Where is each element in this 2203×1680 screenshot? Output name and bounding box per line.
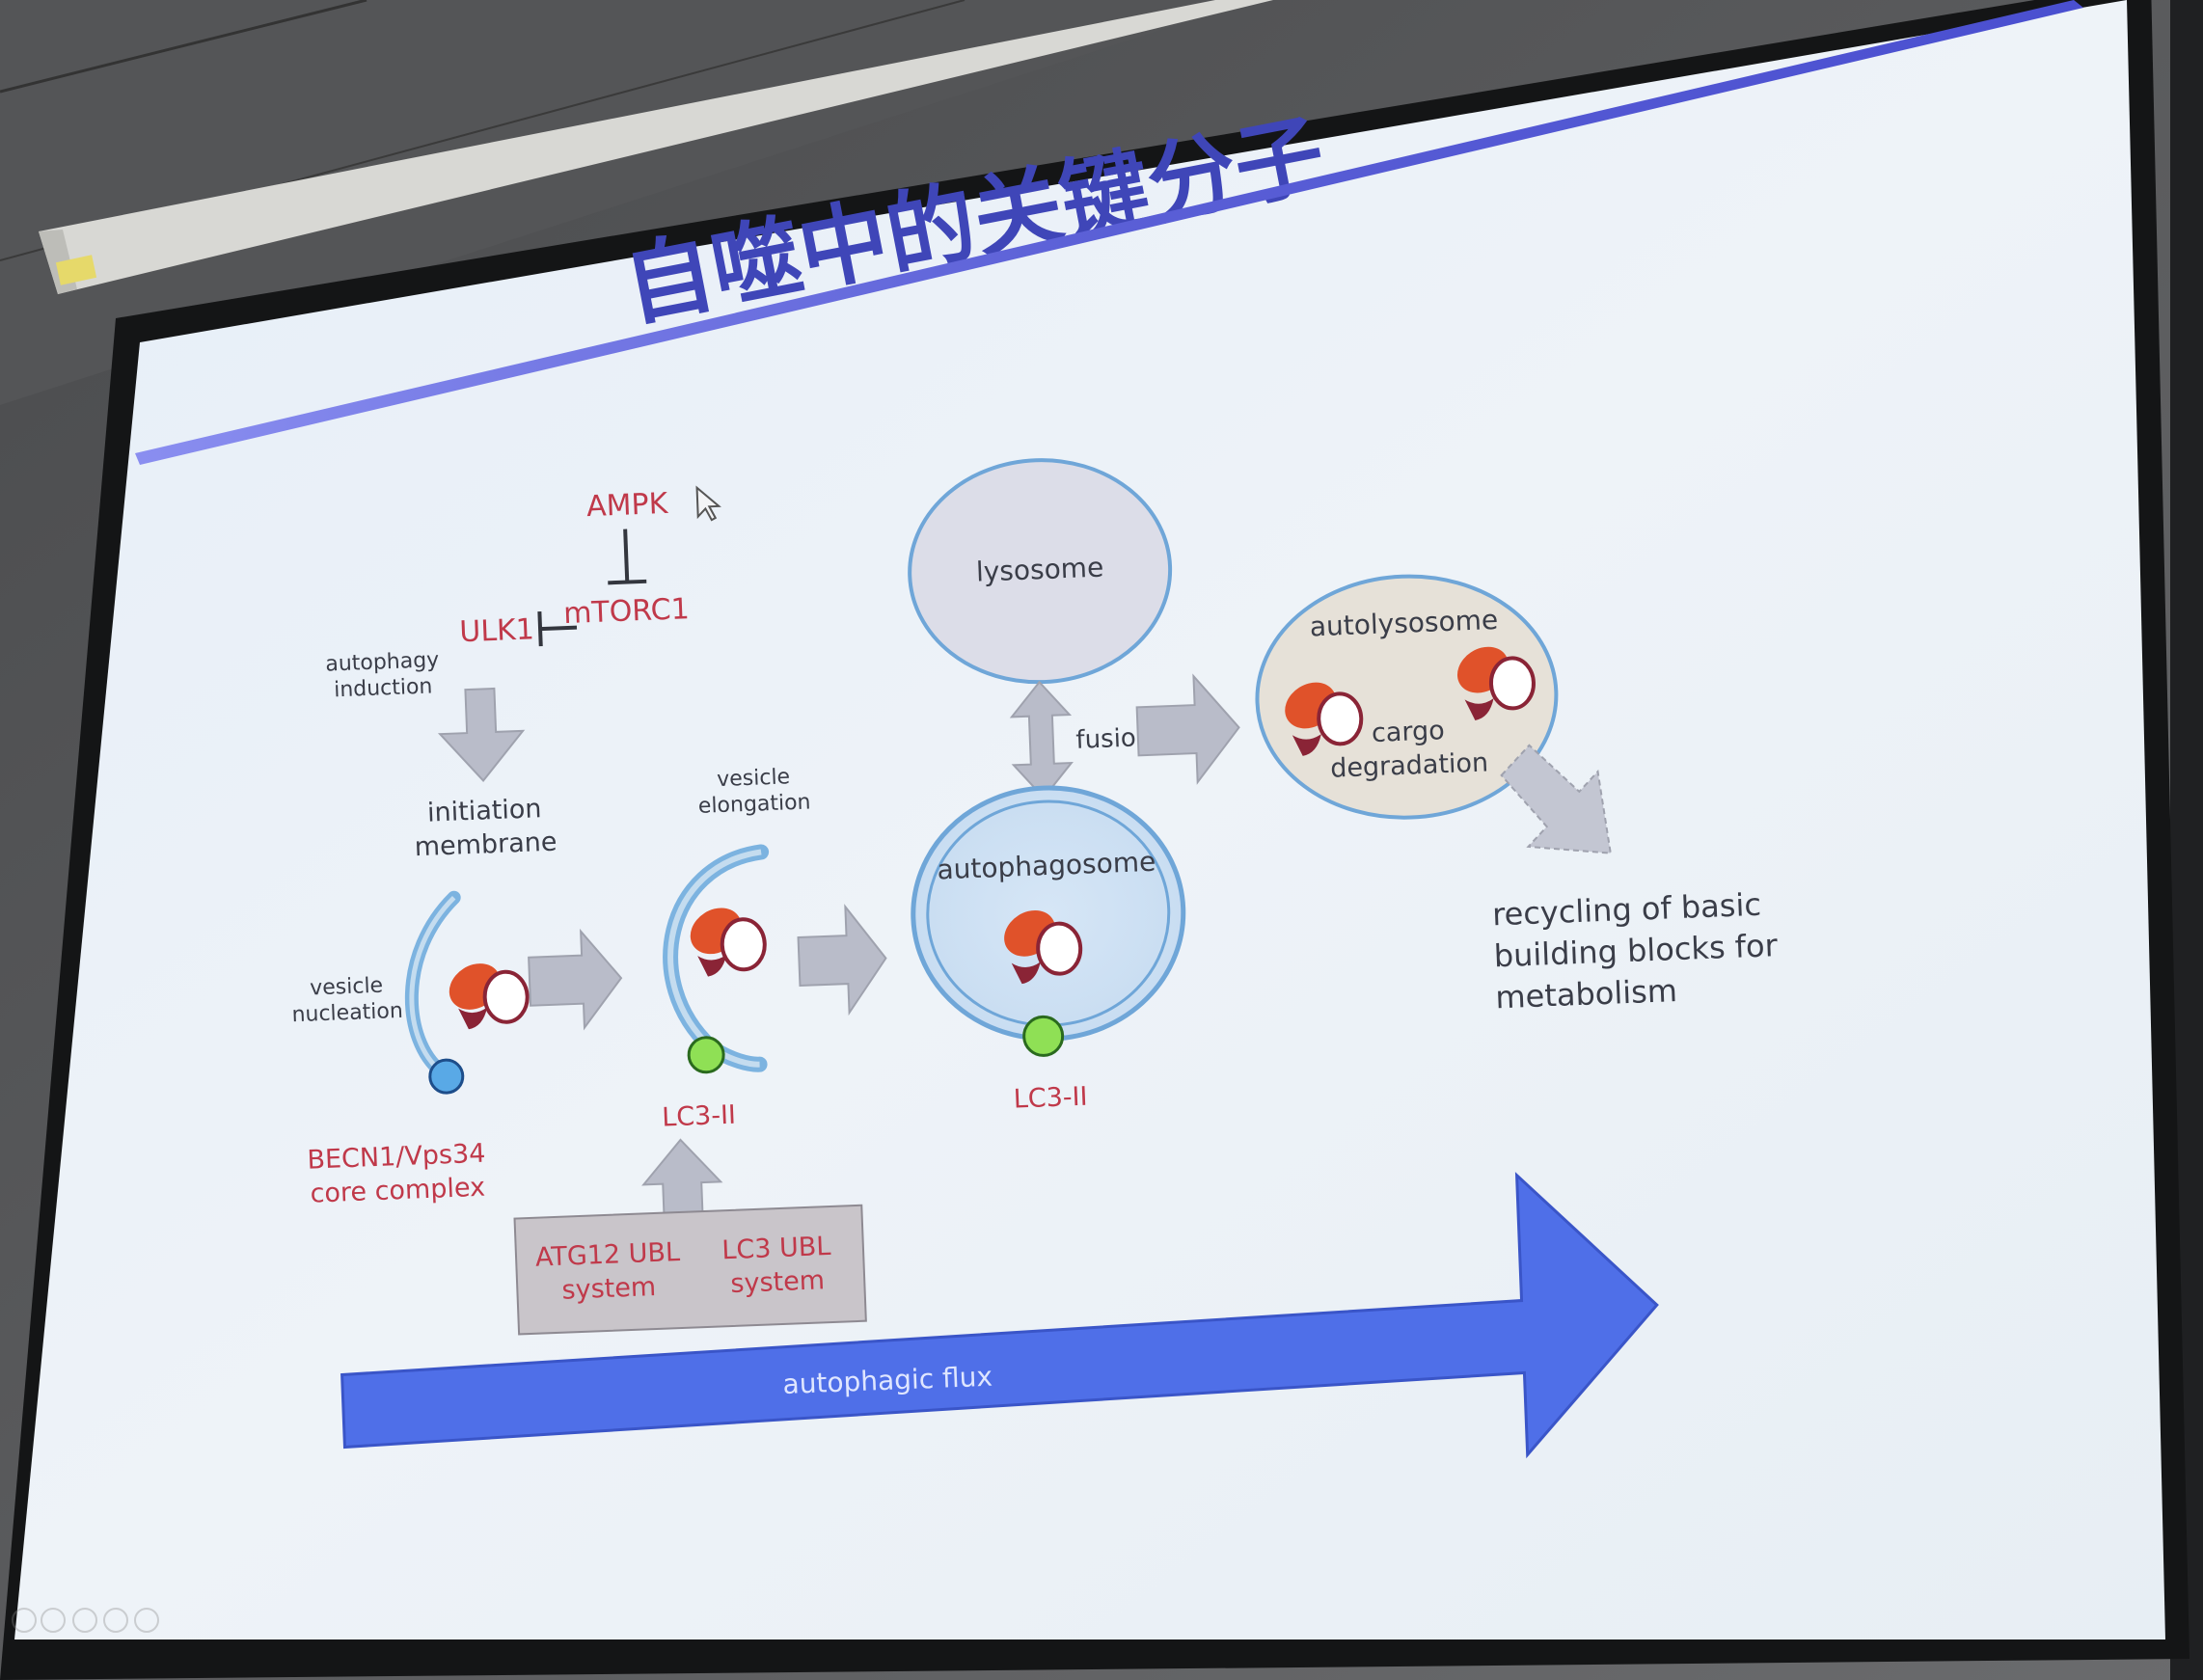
grid-icon <box>72 1608 97 1633</box>
cargo-label-line1: cargo <box>1371 716 1445 748</box>
induction-label-line2: induction <box>334 674 433 702</box>
slide-controls <box>12 1608 159 1633</box>
cargo-label-line2: degradation <box>1330 747 1489 783</box>
induction-arrow <box>437 687 526 782</box>
ampk-label: AMPK <box>585 487 669 524</box>
nucleation-label-line1: vesicle <box>310 974 384 1001</box>
initiation-label-line1: initiation <box>426 794 542 828</box>
lysosome-label: lysosome <box>975 552 1103 588</box>
autophagy-diagram: AMPK mTORC1 ULK1 autophagy induction ini… <box>291 458 1779 1459</box>
pen-icon <box>41 1608 66 1633</box>
progress-arrow-2 <box>797 904 887 1016</box>
cargo-organelle-4 <box>1285 682 1364 756</box>
cargo-organelle-3 <box>1004 909 1083 985</box>
autolysosome <box>1255 574 1559 820</box>
becn1-label-line2: core complex <box>310 1173 486 1209</box>
ubl-systems-box <box>513 1204 867 1336</box>
becn1-complex-dot <box>428 1058 465 1095</box>
autolysosome-label: autolysosome <box>1309 604 1498 642</box>
nucleation-label-line2: nucleation <box>291 999 403 1027</box>
screen-housing <box>39 0 1273 294</box>
atg12-label-line1: ATG12 UBL <box>534 1237 680 1273</box>
lc3-ii-label-1: LC3-II <box>662 1100 737 1133</box>
lc3ubl-label-line2: system <box>730 1265 826 1299</box>
lysosome <box>908 458 1173 685</box>
initiation-label-line2: membrane <box>414 827 558 863</box>
ulk1-label: ULK1 <box>459 612 535 649</box>
zoom-icon <box>103 1608 128 1633</box>
recycling-label-line3: metabolism <box>1495 972 1678 1016</box>
lc3ubl-label-line1: LC3 UBL <box>721 1232 831 1265</box>
autophagic-flux-arrow <box>340 1172 1659 1459</box>
elongation-label-line1: vesicle <box>717 765 791 792</box>
lc3-dot-2 <box>1022 1015 1065 1057</box>
progress-arrow-3 <box>1135 673 1240 785</box>
more-icon <box>134 1608 159 1633</box>
ampk-inhibit-bar <box>608 528 647 585</box>
lc3-ii-label-2: LC3-II <box>1013 1082 1088 1115</box>
mtorc1-inhibit-bar <box>537 611 578 647</box>
cargo-organelle-2 <box>690 908 767 977</box>
cargo-organelle-5 <box>1456 646 1536 720</box>
cursor-icon <box>695 485 721 522</box>
progress-arrow-1 <box>528 928 623 1031</box>
elongation-label-line2: elongation <box>697 790 811 818</box>
induction-label-line1: autophagy <box>325 648 440 677</box>
mtorc1-label: mTORC1 <box>563 592 691 631</box>
lc3-dot-1 <box>687 1036 725 1074</box>
prev-slide-icon <box>12 1608 37 1633</box>
becn1-label-line1: BECN1/Vps34 <box>307 1139 486 1176</box>
cargo-organelle-1 <box>449 963 530 1030</box>
recycling-arrow <box>1500 744 1612 854</box>
atg12-label-line2: system <box>561 1272 657 1306</box>
title-underline <box>135 0 2083 465</box>
